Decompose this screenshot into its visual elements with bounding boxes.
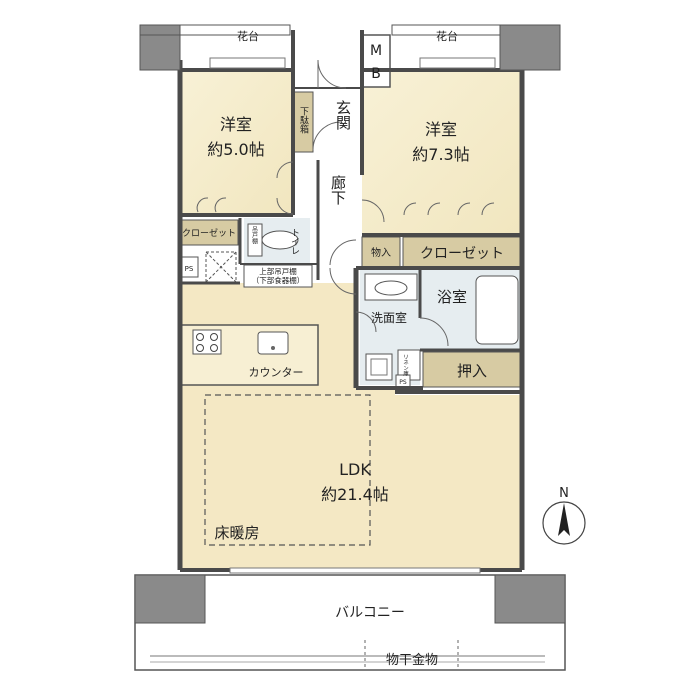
entrance-label: 玄関 <box>334 100 352 131</box>
doors <box>196 59 495 347</box>
washing-machine-icon <box>365 353 393 381</box>
toilet-shelf-label: 吊戸棚 <box>251 226 258 245</box>
laundry-pole-label: 物干金物 <box>386 652 438 668</box>
floor-heating-area <box>204 394 371 546</box>
ldk-size: 約21.4帖 <box>321 485 389 504</box>
western-right-size: 約7.3帖 <box>412 145 469 164</box>
western-left-size: 約5.0帖 <box>207 140 264 159</box>
balcony-area: バルコニー 物干金物 <box>134 574 566 671</box>
storage-label: 物入 <box>371 246 391 259</box>
pillar-top-right <box>499 24 561 71</box>
corridor-label: 廊下 <box>329 175 347 205</box>
bath-fixtures <box>247 223 519 381</box>
north-compass: N <box>542 486 586 545</box>
washroom-label: 洗面室 <box>371 310 407 325</box>
balcony-pillar-right <box>494 574 566 624</box>
ps-right-label: PS <box>399 379 407 386</box>
shoe-box-label: 下駄箱 <box>298 107 309 135</box>
toilet-label: トイレ <box>289 228 300 255</box>
sink-icon <box>257 331 289 355</box>
bathtub-icon <box>475 275 519 345</box>
ps-left-label: PS <box>185 265 194 273</box>
toilet-tank <box>247 223 263 257</box>
western-right-name: 洋室 <box>425 120 457 139</box>
oshiire-label: 押入 <box>457 362 487 380</box>
ldk-name: LDK <box>339 460 371 479</box>
closet-large-label: クローゼット <box>420 246 504 262</box>
upper-cabinet-label-1: 上部吊戸棚 <box>259 266 297 276</box>
windows <box>209 57 496 574</box>
oshiire-box <box>422 351 523 388</box>
upper-cabinet-label-2: （下部食器棚） <box>252 275 305 285</box>
mb-label-bottom: B <box>371 66 381 82</box>
floor-heating-label: 床暖房 <box>214 524 259 542</box>
north-label: N <box>559 486 569 501</box>
western-left-name: 洋室 <box>220 115 252 134</box>
closet-small <box>179 219 239 246</box>
bath-label: 浴室 <box>437 288 467 306</box>
floor-western-left <box>180 72 293 215</box>
mb-label-top: M <box>370 43 382 59</box>
planter-right-label: 花台 <box>436 29 458 43</box>
balcony-label: バルコニー <box>335 605 405 621</box>
closet-small-label: クローゼット <box>182 227 236 239</box>
wash-basin-icon <box>364 273 418 301</box>
counter-label: カウンター <box>249 366 304 379</box>
kitchen-counter: カウンター <box>179 324 319 386</box>
storage-box <box>361 236 401 268</box>
planter-left-label: 花台 <box>237 29 259 43</box>
pillars <box>139 24 561 71</box>
north-arrow-icon <box>558 503 570 536</box>
balcony-pillar-left <box>134 574 206 624</box>
pillar-top-left <box>139 24 181 71</box>
floor-western-right <box>362 72 522 235</box>
linen-label: リネン庫 <box>402 354 409 377</box>
